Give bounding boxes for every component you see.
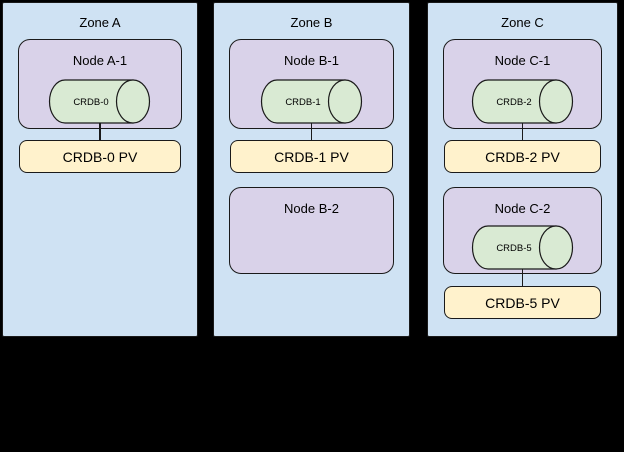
cylinder-body-shape	[260, 79, 346, 124]
zone-label: Zone C	[501, 15, 544, 30]
zone-label: Zone B	[290, 15, 333, 30]
cylinder-body-shape	[48, 79, 134, 124]
node-label: Node C-1	[494, 53, 551, 68]
pod-label: CRDB-0	[73, 97, 108, 108]
pod-pv-connector-line	[99, 123, 101, 140]
pod-pv-connector-line	[521, 123, 524, 140]
crdb-1-pod-cylinder-icon: CRDB-1	[260, 79, 362, 124]
node-label: Node B-1	[284, 53, 339, 68]
crdb-1-pv: CRDB-1 PV	[230, 140, 393, 173]
node-b-2: Node B-2	[229, 187, 394, 274]
node-label: Node B-2	[284, 201, 339, 216]
cylinder-end-cap-shape	[115, 79, 151, 124]
cylinder-end-cap-shape	[538, 225, 573, 270]
pod-pv-connector-line	[521, 269, 524, 286]
pod-label: CRDB-5	[496, 243, 531, 254]
crdb-5-pv: CRDB-5 PV	[444, 286, 601, 319]
pod-label: CRDB-2	[496, 97, 531, 108]
pod-label: CRDB-1	[285, 97, 320, 108]
crdb-0-pod-cylinder-icon: CRDB-0	[48, 79, 151, 124]
crdb-0-pv: CRDB-0 PV	[19, 140, 181, 173]
node-label: Node A-1	[72, 53, 128, 68]
crdb-2-pv: CRDB-2 PV	[444, 140, 601, 173]
crdb-5-pod-cylinder-icon: CRDB-5	[471, 225, 573, 270]
pod-pv-connector-line	[310, 123, 313, 140]
zone-label: Zone A	[79, 15, 121, 30]
cylinder-body-shape	[471, 79, 557, 124]
cylinder-end-cap-shape	[327, 79, 362, 124]
crdb-2-pod-cylinder-icon: CRDB-2	[471, 79, 573, 124]
node-label: Node C-2	[494, 201, 551, 216]
cylinder-end-cap-shape	[538, 79, 573, 124]
cylinder-body-shape	[471, 225, 557, 270]
